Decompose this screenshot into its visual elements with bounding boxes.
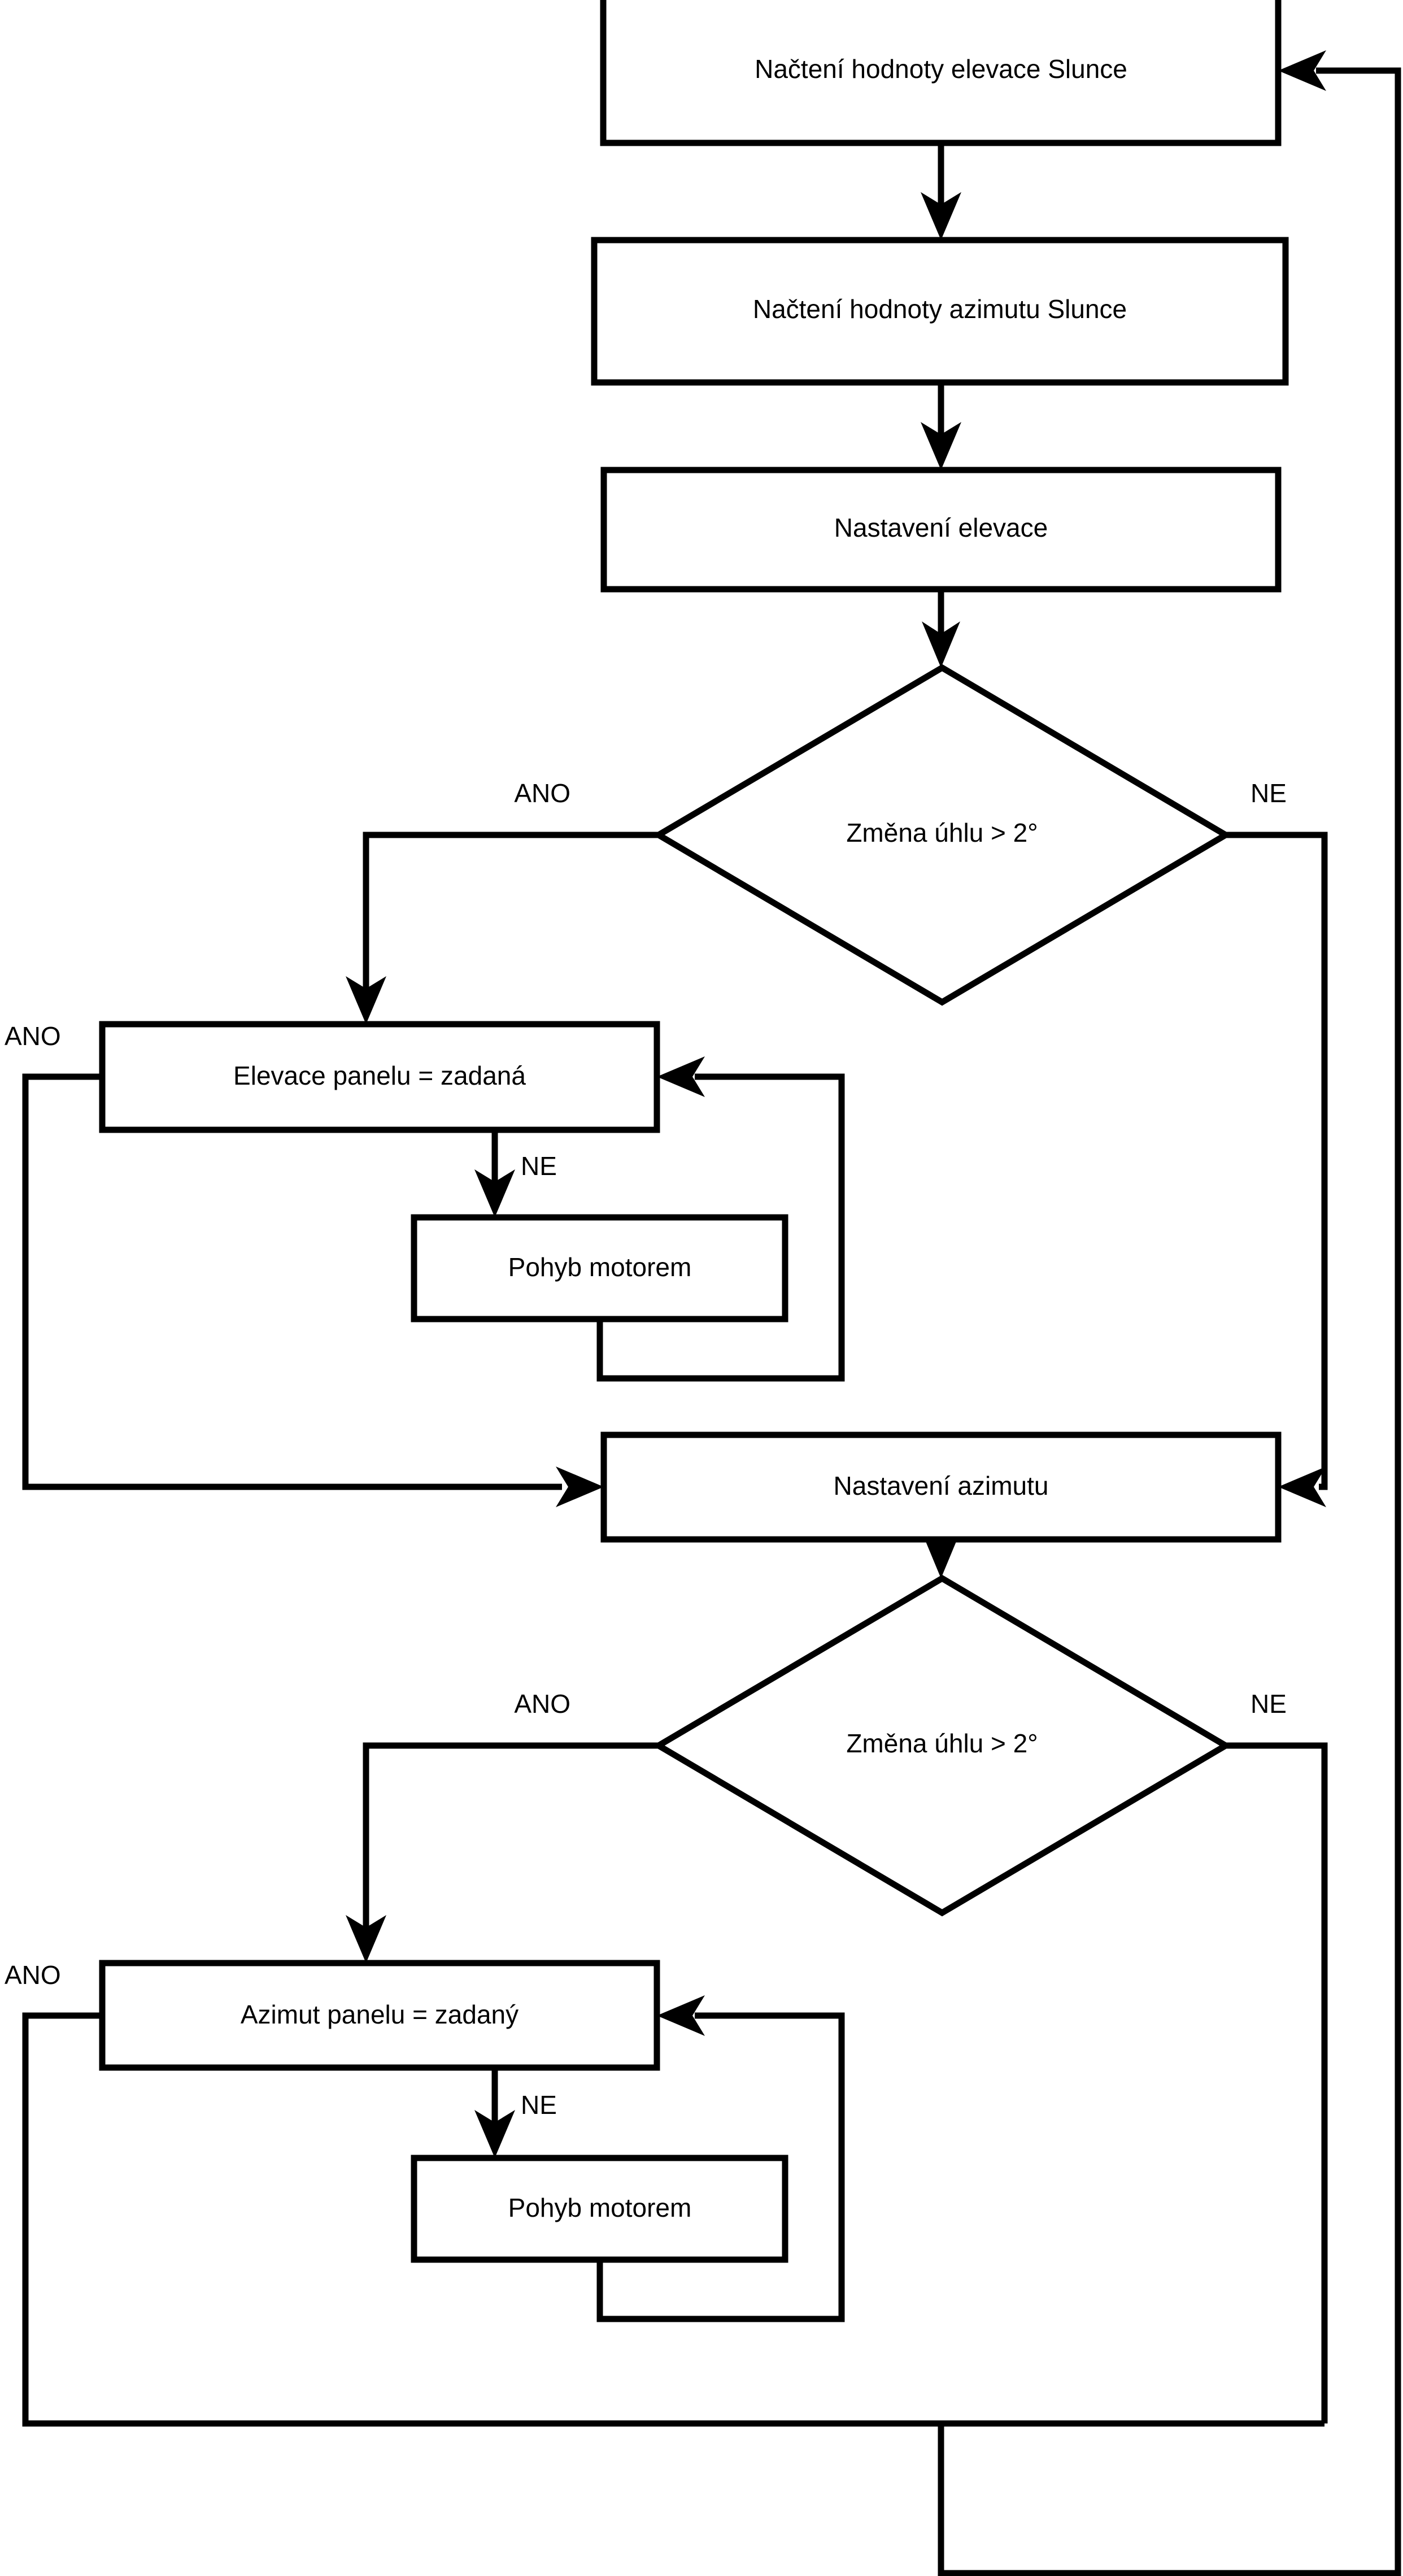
- edge-panel-azimuth-check-yes: [22, 2012, 1324, 2427]
- node-set-elevation-shape: [600, 467, 1282, 593]
- node-panel-elevation-check-label: Elevace panelu = zadaná: [233, 1061, 526, 1090]
- edge-label-azimuth-check-yes: ANO: [5, 1960, 61, 1990]
- node-panel-azimuth-check-label: Azimut panelu = zadaný: [241, 2000, 518, 2029]
- edge-motor-move-azimuth-loop: [596, 2012, 845, 2322]
- node-set-elevation[interactable]: Nastavení elevace: [600, 467, 1282, 593]
- node-set-azimuth-shape: [600, 1431, 1282, 1543]
- arrowhead-decision-elevation: [922, 621, 960, 668]
- node-decision-azimuth-shape: [652, 1574, 1232, 1917]
- arrowhead-panel-azimuth-check: [346, 1915, 386, 1963]
- node-decision-elevation-label: Změna úhlu > 2°: [846, 818, 1038, 847]
- edge-decision-elevation-yes: [363, 832, 659, 998]
- arrowhead-read-azimuth: [921, 192, 961, 240]
- node-motor-move-azimuth[interactable]: Pohyb motorem: [411, 2155, 788, 2263]
- node-decision-azimuth-label: Změna úhlu > 2°: [846, 1729, 1038, 1758]
- node-motor-move-elevation[interactable]: Pohyb motorem: [411, 1214, 788, 1322]
- node-read-elevation-label: Načtení hodnoty elevace Slunce: [755, 54, 1127, 84]
- arrowhead-decision-azimuth: [922, 1532, 960, 1578]
- node-set-elevation-label: Nastavení elevace: [834, 513, 1048, 542]
- arrowhead-panel-azimuth-check-loop: [657, 1995, 705, 2036]
- edge-label-azimuth-check-no: NE: [521, 2090, 557, 2120]
- node-panel-azimuth-check[interactable]: Azimut panelu = zadaný: [99, 1960, 660, 2071]
- edge-label-azimuth-decision-yes: ANO: [514, 1689, 570, 1718]
- arrowhead-panel-elevation-check-loop: [657, 1056, 705, 1097]
- node-set-azimuth[interactable]: Nastavení azimutu: [600, 1431, 1282, 1543]
- arrowhead-read-elevation-return: [1278, 50, 1326, 91]
- arrowhead-motor-move-elevation: [474, 1169, 515, 1217]
- edge-label-elevation-check-no: NE: [521, 1151, 557, 1181]
- node-decision-azimuth[interactable]: Změna úhlu > 2°: [652, 1574, 1232, 1917]
- edge-decision-elevation-no: [1226, 832, 1328, 1490]
- node-set-azimuth-label: Nastavení azimutu: [834, 1471, 1049, 1500]
- arrowhead-set-azimuth-right: [1278, 1467, 1326, 1507]
- edge-decision-azimuth-no: [1226, 1742, 1328, 2423]
- edge-global-return-to-start: [938, 67, 1401, 2576]
- node-read-azimuth-shape: [591, 237, 1289, 386]
- edge-label-elevation-check-yes: ANO: [5, 1021, 61, 1051]
- edge-decision-azimuth-yes: [363, 1742, 659, 1937]
- node-panel-azimuth-check-shape: [99, 1960, 660, 2071]
- node-decision-elevation[interactable]: Změna úhlu > 2°: [652, 664, 1232, 1006]
- node-read-elevation[interactable]: Načtení hodnoty elevace Slunce: [600, 0, 1282, 146]
- edge-label-azimuth-decision-no: NE: [1250, 1689, 1287, 1718]
- node-read-elevation-shape: [600, 0, 1282, 146]
- arrowhead-panel-elevation-check: [346, 976, 386, 1024]
- node-motor-move-elevation-shape: [411, 1214, 788, 1322]
- edge-label-elevation-decision-no: NE: [1250, 778, 1287, 808]
- node-read-azimuth[interactable]: Načtení hodnoty azimutu Slunce: [591, 237, 1289, 386]
- arrowhead-motor-move-azimuth: [474, 2110, 515, 2158]
- node-motor-move-azimuth-label: Pohyb motorem: [508, 2193, 692, 2222]
- node-panel-elevation-check-shape: [99, 1021, 660, 1133]
- node-motor-move-elevation-label: Pohyb motorem: [508, 1252, 692, 1282]
- node-decision-elevation-shape: [652, 664, 1232, 1006]
- arrowhead-set-elevation: [921, 422, 961, 470]
- node-panel-elevation-check[interactable]: Elevace panelu = zadaná: [99, 1021, 660, 1133]
- node-read-azimuth-label: Načtení hodnoty azimutu Slunce: [753, 294, 1127, 324]
- edge-label-elevation-decision-yes: ANO: [514, 778, 570, 808]
- edge-panel-elevation-check-yes: [22, 1073, 562, 1490]
- arrowhead-set-azimuth-left: [556, 1467, 604, 1507]
- node-motor-move-azimuth-shape: [411, 2155, 788, 2263]
- edge-motor-move-elevation-loop: [596, 1073, 845, 1382]
